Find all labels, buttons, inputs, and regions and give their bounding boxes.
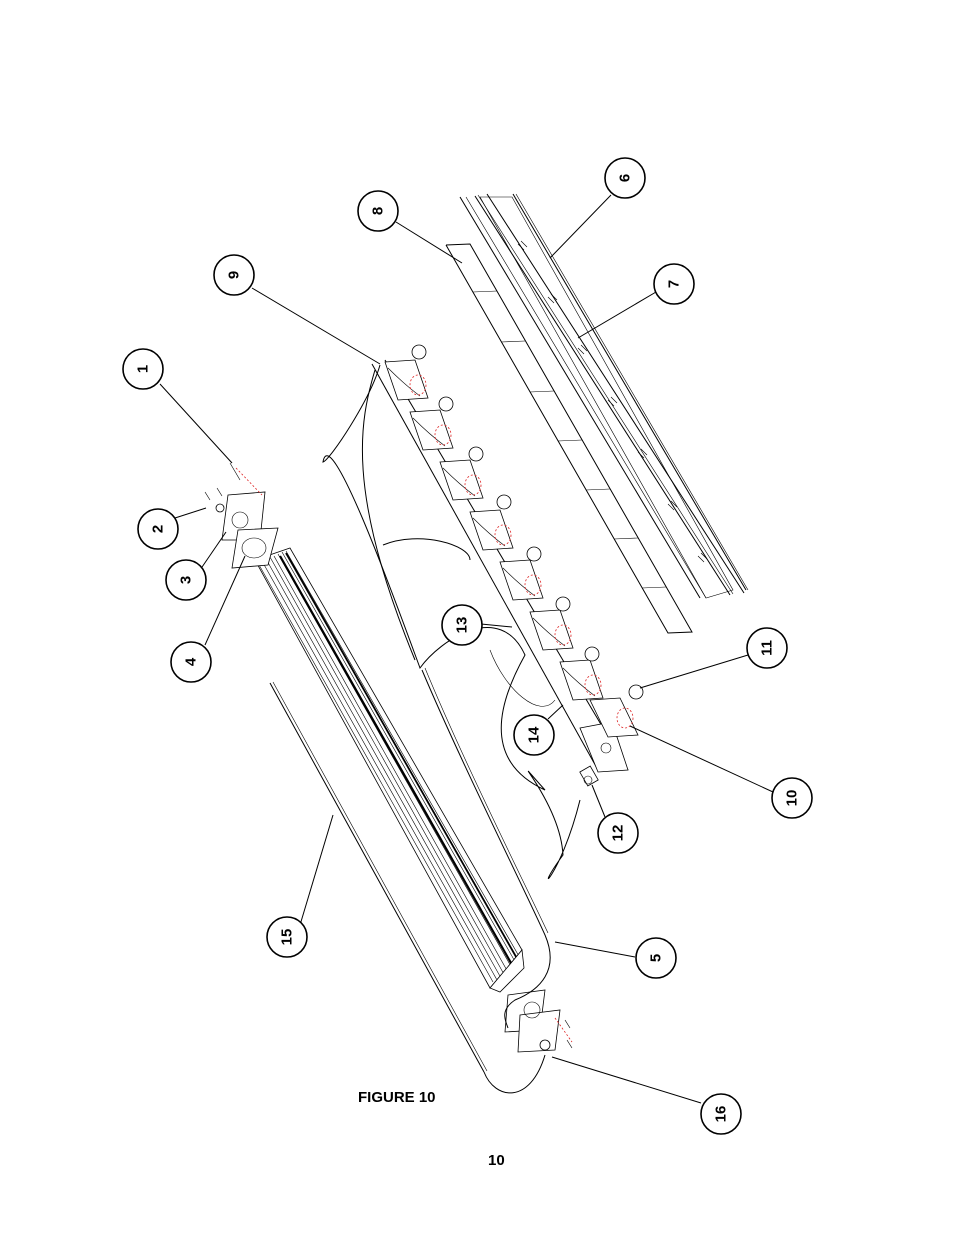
- callout-label: 8: [370, 207, 387, 215]
- callout-14: 14: [514, 715, 554, 755]
- callout-label: 12: [610, 825, 627, 842]
- callout-15: 15: [267, 917, 307, 957]
- callout-12: 12: [598, 813, 638, 853]
- page-number: 10: [488, 1152, 505, 1169]
- callout-label: 3: [178, 576, 195, 584]
- callout-label: 9: [226, 271, 243, 279]
- callout-label: 14: [526, 726, 543, 743]
- part-16-end-cap-right: [505, 990, 572, 1052]
- callout-16: 16: [701, 1094, 741, 1134]
- callout-11: 11: [747, 628, 787, 668]
- callout-10: 10: [772, 778, 812, 818]
- callout-label: 10: [784, 790, 801, 807]
- callout-8: 8: [358, 191, 398, 231]
- callout-1: 1: [123, 349, 163, 389]
- callout-4: 4: [171, 642, 211, 682]
- callout-label: 15: [279, 929, 296, 946]
- callout-label: 4: [183, 657, 200, 666]
- callout-3: 3: [166, 560, 206, 600]
- part-8-diffuser-segments: [446, 244, 692, 633]
- part-11-bulbs: [412, 345, 643, 699]
- leader-lines: [160, 195, 773, 1103]
- callout-label: 1: [135, 365, 152, 373]
- callout-label: 7: [666, 280, 683, 288]
- callout-label: 6: [617, 174, 634, 182]
- callout-label: 13: [454, 617, 471, 634]
- callout-5: 5: [636, 938, 676, 978]
- figure-caption: FIGURE 10: [358, 1089, 436, 1106]
- callout-6: 6: [605, 158, 645, 198]
- part-2-end-cap-left: [205, 463, 265, 540]
- callout-9: 9: [214, 255, 254, 295]
- callout-label: 2: [150, 525, 167, 533]
- callout-13: 13: [442, 605, 482, 645]
- callout-label: 11: [759, 640, 776, 656]
- callout-7: 7: [654, 264, 694, 304]
- reflector-units: [385, 360, 638, 737]
- callout-label: 5: [648, 954, 665, 962]
- callout-label: 16: [713, 1106, 730, 1123]
- part-9-reflector-strip: [372, 360, 628, 772]
- part-12-connector: [580, 766, 598, 786]
- callout-2: 2: [138, 509, 178, 549]
